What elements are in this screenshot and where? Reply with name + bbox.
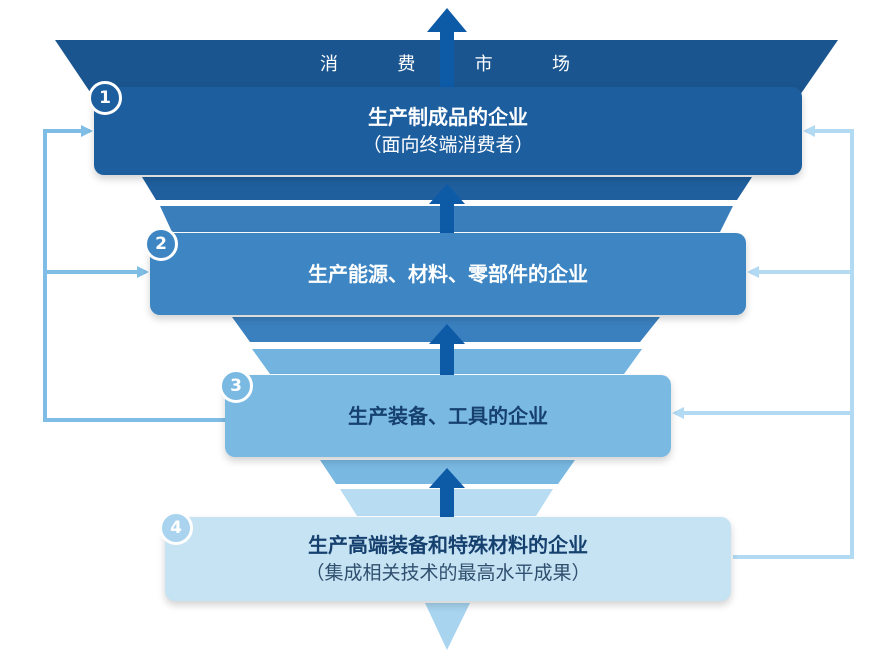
consumer-market-label: 消 费 市 场 (320, 50, 570, 76)
up-arrow-3-to-2 (429, 324, 465, 376)
tier-4-box: 生产高端装备和特殊材料的企业 （集成相关技术的最高水平成果） (165, 517, 731, 601)
tier-2-box: 生产能源、材料、零部件的企业 (150, 233, 746, 315)
tier-2-number-badge: 2 (144, 227, 178, 261)
market-char: 场 (551, 54, 570, 75)
tier-1-subtitle: （面向终端消费者） (362, 134, 534, 156)
tier-3-title: 生产装备、工具的企业 (348, 404, 548, 428)
tier-3-box: 生产装备、工具的企业 (225, 375, 671, 457)
up-arrow-4-to-3 (429, 468, 465, 518)
tier-2-title: 生产能源、材料、零部件的企业 (308, 262, 588, 286)
tier-3-number-badge: 3 (219, 369, 253, 403)
up-arrow-2-to-1 (429, 184, 465, 234)
tier-4-number-badge: 4 (159, 511, 193, 545)
tier-1-box: 生产制成品的企业 （面向终端消费者） (94, 87, 802, 175)
market-char: 市 (474, 54, 493, 75)
tier-4-title: 生产高端装备和特殊材料的企业 (308, 533, 588, 557)
market-char: 费 (397, 54, 416, 75)
market-char: 消 (320, 54, 338, 75)
tier-4-subtitle: （集成相关技术的最高水平成果） (305, 562, 591, 584)
right-feedback-lines (672, 125, 854, 559)
funnel-tip (425, 603, 470, 650)
up-arrow-market (427, 8, 467, 88)
tier-1-number-badge: 1 (88, 81, 122, 115)
tier-1-title: 生产制成品的企业 (368, 105, 528, 129)
left-feedback-lines (43, 125, 225, 422)
